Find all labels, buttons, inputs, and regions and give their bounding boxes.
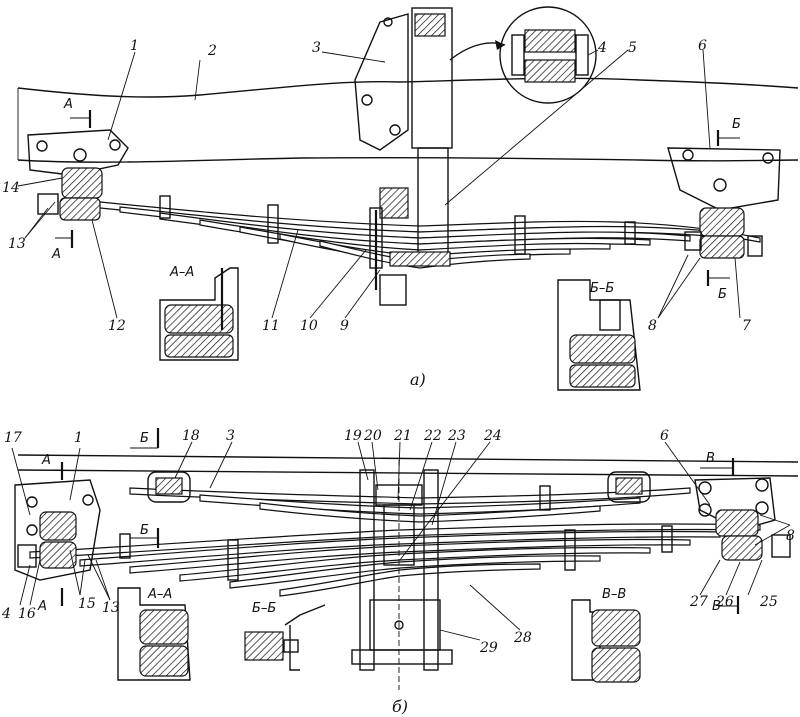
callout-top-6: 6 [698,38,707,54]
callout-bottom-26: 26 [715,594,734,610]
section-marks-b: А А Б Б В В [37,428,740,614]
mark-b-bottom-1: Б [140,431,149,446]
callout-bottom-23: 23 [447,428,466,444]
callout-bottom-6: 6 [660,428,669,444]
callout-top-3: 3 [312,40,321,56]
section-label-aa-top: А–А [169,265,194,280]
rear-bracket-b [694,477,791,561]
callout-bottom-28: 28 [513,630,532,646]
callout-top-4: 4 [597,40,607,56]
mark-a-top-2: А [51,247,61,262]
front-bracket-b [14,479,101,581]
diagram-a: А А Б Б 1 2 3 4 5 6 7 8 9 10 11 12 13 14… [2,6,799,391]
callout-top-10: 10 [300,318,318,334]
mark-v-bottom-1: В [706,451,715,466]
front-bracket-a [27,129,129,221]
callout-bottom-21: 21 [393,428,412,444]
rear-bracket-a [667,147,781,259]
axle-ubolts-b [351,460,453,690]
caption-a: а) [410,370,426,389]
callout-bottom-15: 15 [78,596,96,612]
detail-callout-a [449,6,597,104]
section-label-vv-bottom: В–В [602,587,626,602]
section-bb-bottom [244,604,326,671]
callout-bottom-1: 1 [74,430,83,446]
callout-bottom-20: 20 [363,428,382,444]
shock-absorber-a [354,7,453,259]
callout-bottom-16: 16 [18,606,36,622]
frame-rail-b [17,454,799,463]
mark-b-bottom-2: Б [140,523,149,538]
mark-b-top-1: Б [732,117,741,132]
callout-top-14: 14 [2,180,20,196]
mark-a-bottom-1: А [41,453,51,468]
callout-bottom-29: 29 [479,640,498,656]
callout-bottom-8: 8 [786,528,795,544]
leaders-a [17,49,741,319]
callout-top-7: 7 [742,318,751,334]
callout-bottom-13: 13 [102,600,120,616]
section-aa-bottom [117,587,191,681]
callout-bottom-3: 3 [226,428,235,444]
callout-top-11: 11 [262,318,280,334]
section-label-bb-top: Б–Б [590,281,614,296]
diagram-b: А А Б Б В В 17 1 18 3 19 20 21 22 23 24 … [1,428,799,716]
section-aa-top [159,267,239,361]
callout-bottom-25: 25 [759,594,778,610]
callout-bottom-17: 17 [4,430,22,446]
mark-a-bottom-2: А [37,599,47,614]
callout-bottom-4: 4 [1,606,11,622]
callout-top-5: 5 [628,40,637,56]
callout-top-8: 8 [648,318,657,334]
section-vv-bottom [571,599,641,683]
callout-bottom-18: 18 [182,428,200,444]
frame-rail-a [17,77,799,163]
section-bb-top [557,279,641,391]
axle-clamp-a [369,187,451,306]
section-marks-a: А А Б Б [51,97,741,302]
caption-b: б) [392,697,408,716]
callout-top-1: 1 [130,38,139,54]
leaders-b [11,441,791,641]
callout-top-9: 9 [340,318,349,334]
callout-bottom-19: 19 [344,428,362,444]
callout-bottom-22: 22 [423,428,442,444]
section-label-aa-bottom: А–А [147,587,172,602]
callout-top-2: 2 [207,43,217,59]
mark-a-top-1: А [63,97,73,112]
mark-v-bottom-2: В [712,599,721,614]
section-label-bb-bottom: Б–Б [252,601,276,616]
callout-top-12: 12 [108,318,126,334]
callout-bottom-24: 24 [483,428,502,444]
callout-bottom-27: 27 [689,594,708,610]
mark-b-top-2: Б [718,287,727,302]
callout-top-13: 13 [8,236,26,252]
